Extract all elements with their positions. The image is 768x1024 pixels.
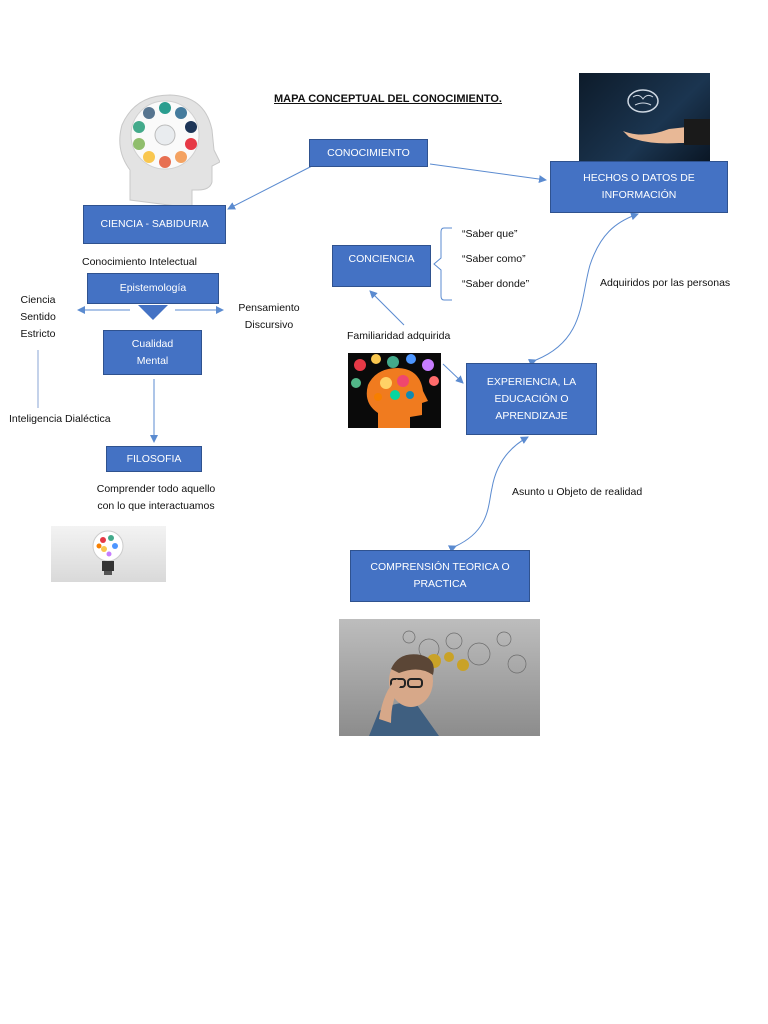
arrow-familiaridad-experiencia [442,363,464,384]
diagram-title: MAPA CONCEPTUAL DEL CONOCIMIENTO. [274,93,502,105]
arrow-conocimiento-ciencia [227,165,313,210]
node-conciencia: CONCIENCIA [332,245,431,287]
label-inteligencia-dialectica: Inteligencia Dialéctica [9,413,111,425]
arrow-comprension-experiencia [447,436,529,553]
node-filosofia: FILOSOFIA [106,446,202,472]
node-experiencia: EXPERIENCIA, LA EDUCACIÓN O APRENDIZAJE [466,363,597,435]
epist-down-triangle [138,305,168,320]
node-epistemologia: Epistemología [87,273,219,304]
label-asunto: Asunto u Objeto de realidad [512,486,643,498]
node-cualidad-mental: Cualidad Mental [103,330,202,375]
node-ciencia-sabiduria: CIENCIA - SABIDURIA [83,205,226,244]
node-conocimiento: CONOCIMIENTO [309,139,428,167]
node-hechos: HECHOS O DATOS DE INFORMACIÓN [550,161,728,213]
brace-saber [433,227,452,301]
thinking-man-image [339,619,540,736]
label-comprender: Comprender todo aquello con lo que inter… [96,483,216,512]
label-adquiridos: Adquiridos por las personas [600,277,731,289]
label-conocimiento-intelectual: Conocimiento Intelectual [82,256,197,268]
brain-hand-image [579,73,710,162]
lightbulb-image [51,526,166,582]
label-saber-donde: “Saber donde” [462,278,530,290]
label-saber-como: “Saber como” [462,253,526,265]
label-familiaridad: Familiaridad adquirida [347,330,451,342]
arrow-familiaridad-conciencia [369,290,405,326]
head-icons-image [110,90,220,208]
label-pensamiento-discursivo: Pensamiento Discursivo [238,302,300,331]
label-ciencia-sentido-estricto: Ciencia Sentido Estricto [20,294,56,340]
node-comprension: COMPRENSIÓN TEORICA O PRACTICA [350,550,530,602]
label-saber-que: “Saber que” [462,228,518,240]
colorful-head-image [348,353,441,428]
arrow-experiencia-hechos [528,212,639,367]
arrow-conocimiento-hechos [429,163,547,184]
